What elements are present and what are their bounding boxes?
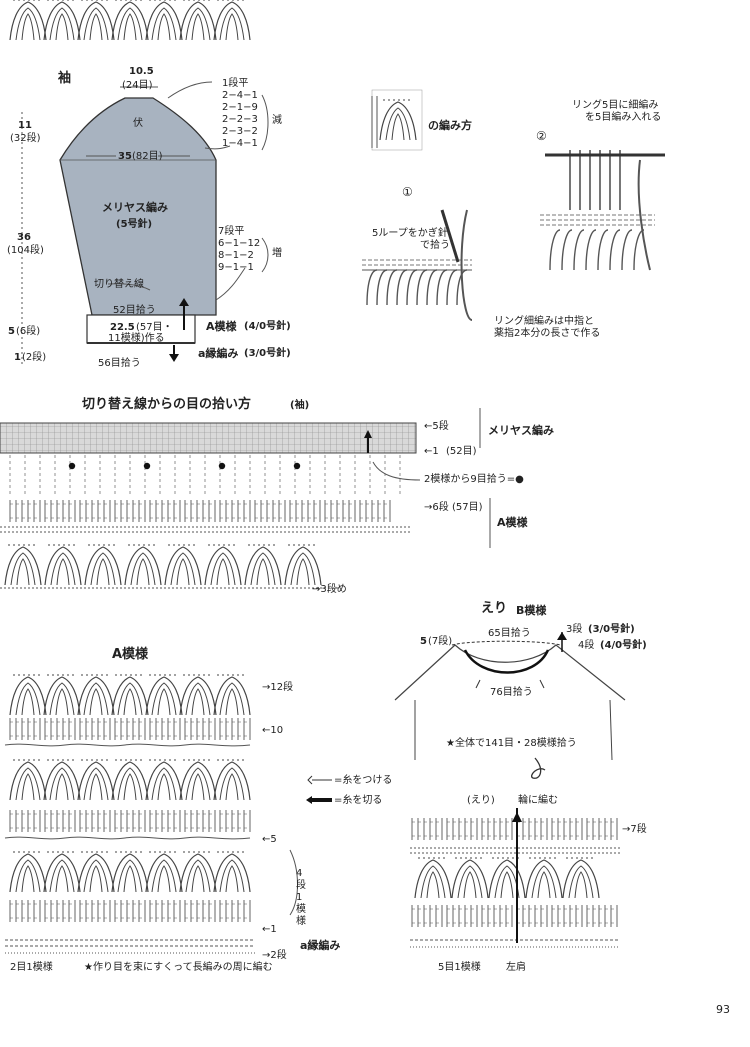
sleeve-cap-height: 11 (18, 120, 32, 131)
sleeve-diagram (21, 81, 269, 365)
pattern-a-needle: (4/0号針) (244, 321, 291, 332)
sleeve-cap-rows: (32段) (10, 133, 41, 144)
pattern-a-repeat: 2目1模様 (10, 962, 53, 973)
inc-line: 8−1−2 (218, 250, 254, 261)
pickup-title-sub: (袖) (290, 400, 310, 411)
pattern-a-row10: ←10 (262, 725, 284, 736)
pattern-a-row12: →12段 (262, 682, 294, 693)
howto-step1-number: ① (402, 185, 413, 199)
pickup-row1-stitches: (52目) (446, 446, 477, 457)
sleeve-edge-rows: (2段) (22, 352, 47, 363)
dec-line: 1段平 (222, 78, 249, 89)
edge-a-needle: (3/0号針) (244, 348, 291, 359)
collar-left-shoulder: 左肩 (506, 962, 526, 973)
pattern-a-row4-b: 段 (296, 880, 306, 891)
pattern-a-title: A模様 (112, 647, 149, 662)
pattern-a-row1: ←1 (262, 924, 277, 935)
sleeve-width: 35 (118, 151, 132, 162)
sleeve-top-width: 10.5 (129, 66, 154, 77)
sleeve-needle: (5号針) (116, 219, 153, 230)
pattern-a-row4-c: 1 (296, 892, 303, 903)
pickup-row1: ←1 (424, 446, 439, 457)
pattern-a-edge: a縁編み (300, 939, 341, 952)
dec-line: 2−4−1 (222, 90, 258, 101)
band-detail: (57目・ (136, 322, 173, 333)
howto-step1-note-2: で拾う (420, 240, 450, 251)
collar-diagram (394, 632, 626, 779)
dec-line: 2−2−3 (222, 114, 258, 125)
pattern-a-row4-d: 模 (296, 904, 306, 915)
pickup-row5: ←5段 (424, 421, 449, 432)
collar-repeat: 5目1模様 (438, 962, 481, 973)
inc-line: 9−1−1 (218, 262, 254, 273)
dec-line: 2−1−9 (222, 102, 258, 113)
pickup-title: 切り替え線からの目の拾い方 (82, 397, 252, 412)
howto-step2-note-2: を5目編み入れる (585, 112, 662, 123)
collar-ring-label: (えり) (467, 795, 495, 806)
pickup-chart (0, 408, 491, 589)
dec-line: 2−3−2 (222, 126, 258, 137)
sleeve-body-rows: (104段) (7, 245, 44, 256)
howto-step2-number: ② (536, 129, 547, 143)
pattern-a-row4: 4 (296, 868, 303, 879)
page-number: 93 (716, 1003, 730, 1016)
dec-line: 1−4−1 (222, 138, 258, 149)
collar-rows-4-needle: (4/0号針) (600, 640, 647, 651)
inc-line: 6−1−12 (218, 238, 261, 249)
pattern-a-note: ★作り目を束にすくって長編みの周に編む (84, 962, 273, 973)
increase-label: 増 (272, 248, 282, 259)
pickup-56-label: 56目拾う (98, 358, 141, 369)
howto-bottom-note-1: リング細編みは中指と (494, 316, 594, 327)
collar-pick-65: 65目拾う (488, 628, 531, 639)
pattern-a-chart (4, 0, 332, 954)
legend-cut: =糸を切る (334, 795, 383, 806)
pattern-a-row5: ←5 (262, 834, 277, 845)
pickup-stockinette: メリヤス編み (488, 424, 554, 437)
switch-line-label: 切り替え線 (94, 279, 144, 290)
pickup-row6-stitches: (57目) (452, 502, 483, 513)
decrease-label: 減 (272, 115, 282, 126)
edge-a-label: a縁編み (198, 347, 239, 360)
collar-title: えり (481, 601, 508, 616)
collar-total: ★全体で141目・28模様拾う (446, 738, 577, 749)
sleeve-body-height: 36 (17, 232, 31, 243)
collar-rows-4: 4段 (578, 640, 595, 651)
sleeve-width-stitches: (82目) (132, 151, 163, 162)
pickup-row3: →3段め (312, 584, 347, 595)
collar-side-rows-2: (7段) (428, 636, 453, 647)
collar-rows-3-needle: (3/0号針) (588, 624, 635, 635)
howto-bottom-note-2: 薬指2本分の長さで作る (494, 328, 601, 339)
pickup-pattern-a: A模様 (497, 516, 528, 529)
pickup-52-label: 52目拾う (113, 305, 156, 316)
sleeve-top-stitches: (24目) (122, 80, 153, 91)
collar-ring-note: 輪に編む (518, 795, 558, 806)
sleeve-band-height: 5 (8, 326, 15, 337)
pattern-a-row2: →2段 (262, 950, 287, 961)
collar-row7: →7段 (622, 824, 647, 835)
band-width: 22.5 (110, 322, 135, 333)
sleeve-band-rows: (6段) (16, 326, 41, 337)
pattern-a-label: A模様 (206, 320, 237, 333)
collar-rows-3: 3段 (566, 624, 583, 635)
inc-line: 7段平 (218, 226, 245, 237)
sleeve-fabric: メリヤス編み (102, 201, 168, 214)
pickup-note: 2模様から9目拾う=● (424, 474, 524, 485)
sleeve-edge-height: 1 (14, 352, 21, 363)
collar-chart (410, 808, 620, 948)
legend-attach: =糸をつける (334, 775, 393, 786)
howto-title: の編み方 (428, 119, 472, 132)
howto-step1-note-1: 5ループをかぎ針 (372, 228, 448, 239)
bind-off-label: 伏 (133, 118, 143, 129)
sleeve-title: 袖 (58, 71, 72, 86)
howto-illustration (362, 89, 665, 321)
collar-subtitle: B模様 (516, 604, 547, 617)
pattern-a-row4-e: 様 (296, 916, 306, 927)
band-detail-2: 11模様)作る (108, 333, 165, 344)
pickup-row6: →6段 (424, 502, 449, 513)
collar-side-rows: 5 (420, 636, 427, 647)
howto-step2-note-1: リング5目に細編み (572, 100, 659, 111)
collar-pick-76: 76目拾う (490, 687, 533, 698)
